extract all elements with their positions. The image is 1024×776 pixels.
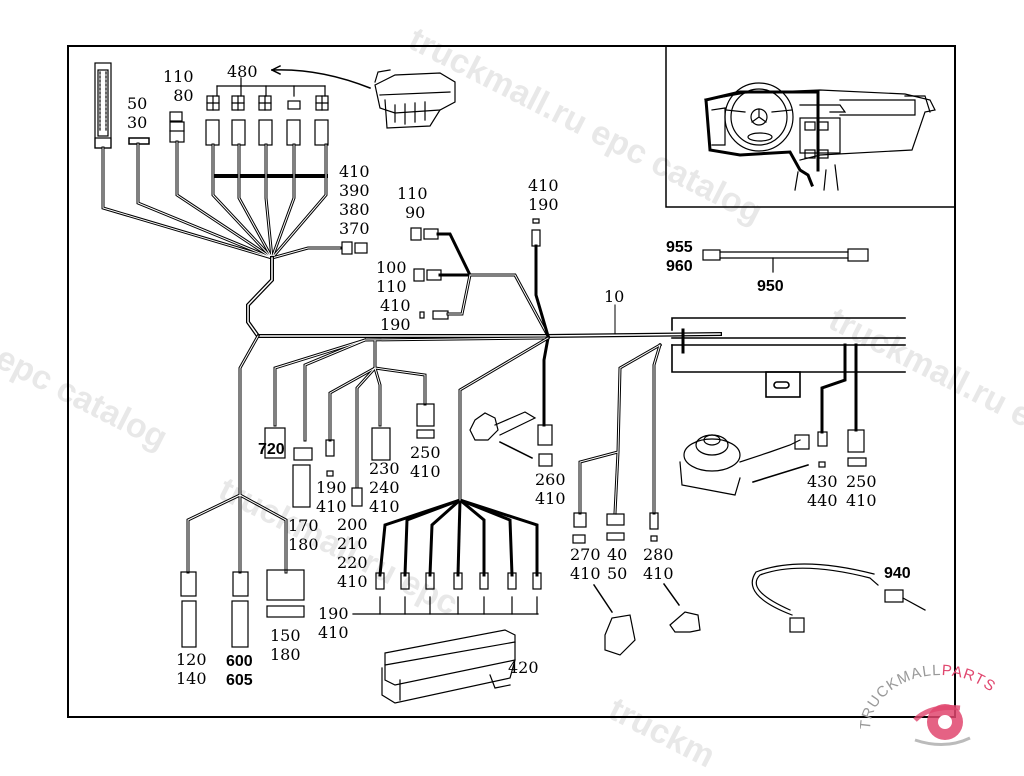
logo-text-parts: PARTS bbox=[941, 662, 999, 696]
connector-600-605 bbox=[232, 571, 249, 597]
cable-940 bbox=[751, 563, 926, 633]
connector-170-180 bbox=[293, 447, 313, 461]
connector-430-440 bbox=[817, 431, 828, 447]
diagram-frame bbox=[67, 45, 956, 718]
cable-950 bbox=[702, 248, 869, 273]
callout-950: 950 bbox=[757, 278, 784, 295]
connector-190-410 bbox=[325, 439, 335, 457]
fuse-box-480-illustration bbox=[374, 69, 456, 129]
dashboard-inset-illustration bbox=[704, 82, 936, 191]
connector-230-240-410 bbox=[371, 427, 391, 461]
stalk-switch-illustration bbox=[469, 411, 537, 441]
connector-120-140 bbox=[180, 571, 197, 597]
arrow-270 bbox=[592, 583, 614, 614]
gear-icon bbox=[913, 704, 971, 746]
switch-270-illustration bbox=[604, 614, 636, 656]
connector-200-210-220-410 bbox=[351, 487, 363, 507]
connector-250-410-right bbox=[847, 429, 865, 453]
connector-260-410 bbox=[537, 424, 553, 446]
arrow-motor bbox=[752, 464, 809, 483]
connector-250-410-mid bbox=[416, 403, 435, 427]
connector-150-180 bbox=[266, 569, 305, 601]
switch-280-illustration bbox=[669, 611, 701, 633]
connector-270-410 bbox=[573, 512, 587, 528]
callout-420: 420 bbox=[508, 658, 539, 677]
callout-480: 480 bbox=[227, 62, 258, 81]
fuse-row-480 bbox=[205, 77, 329, 146]
arrow-260 bbox=[498, 440, 534, 460]
callout-940: 940 bbox=[884, 565, 911, 582]
connector-720 bbox=[264, 427, 286, 459]
connector-410-390-380-370 bbox=[341, 241, 353, 255]
motor-illustration bbox=[679, 434, 810, 496]
connector-110-90 bbox=[410, 227, 422, 241]
arrow-280 bbox=[662, 582, 681, 607]
harness-upper-branches bbox=[101, 140, 342, 261]
connector-multipin-top-left bbox=[94, 62, 112, 149]
main-harness-trunk bbox=[246, 256, 723, 338]
connector-40-50 bbox=[606, 513, 625, 526]
connector-280-410 bbox=[649, 512, 659, 530]
dashboard-rail bbox=[671, 317, 906, 398]
wiring-diagram bbox=[67, 45, 956, 718]
connector-100-110 bbox=[413, 268, 425, 282]
connector-410-190-small bbox=[419, 311, 425, 319]
callout-10: 10 bbox=[604, 287, 625, 306]
arrow-480 bbox=[271, 69, 371, 89]
relay-110-80 bbox=[169, 111, 185, 143]
truckmall-parts-logo: TRUCKMALLPARTS bbox=[860, 662, 999, 746]
inset-frame bbox=[665, 45, 956, 208]
callout-720: 720 bbox=[258, 441, 285, 458]
fuse-box-420-illustration bbox=[381, 629, 516, 704]
